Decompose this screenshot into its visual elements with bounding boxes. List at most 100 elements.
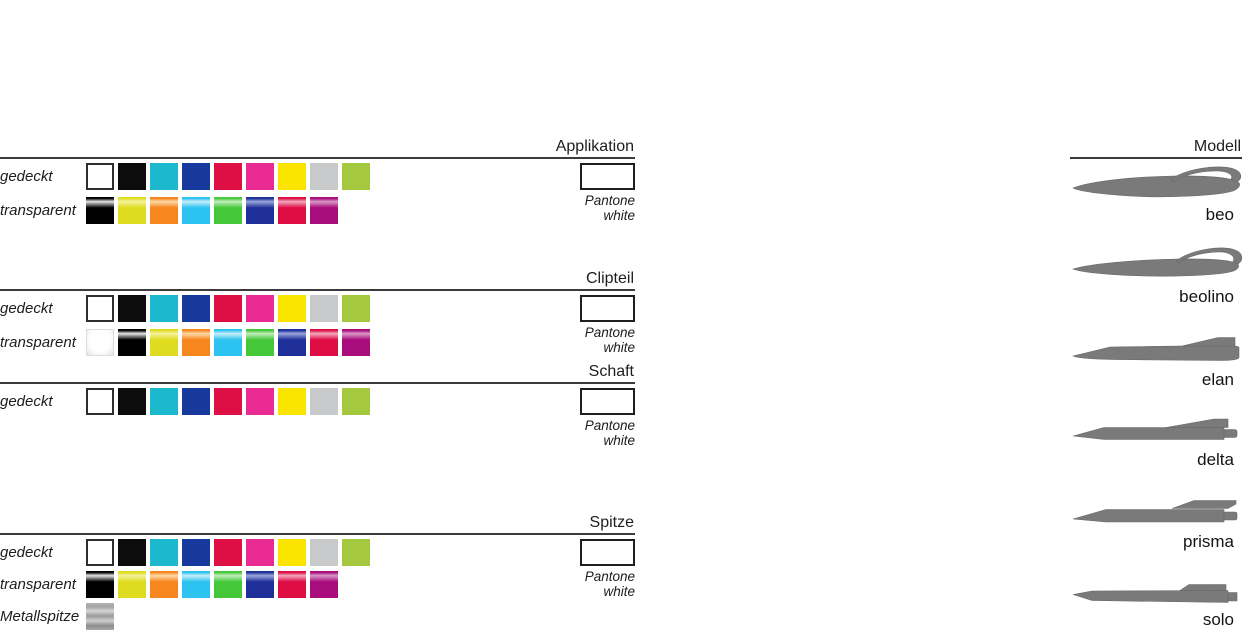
color-swatch-solid[interactable]	[86, 163, 114, 190]
color-swatch-transparent[interactable]	[150, 329, 178, 356]
swatch-group	[86, 163, 370, 190]
color-swatch-transparent[interactable]	[214, 571, 242, 598]
color-swatch-solid[interactable]	[118, 539, 146, 566]
color-row-transparent: transparent	[0, 329, 370, 356]
section-title: Applikation	[555, 138, 634, 155]
color-swatch-solid[interactable]	[182, 163, 210, 190]
color-swatch-solid[interactable]	[246, 388, 274, 415]
model-item-beolino[interactable]: beolino	[1070, 247, 1242, 307]
color-swatch-solid[interactable]	[310, 163, 338, 190]
color-swatch-solid[interactable]	[310, 388, 338, 415]
color-swatch-solid[interactable]	[150, 163, 178, 190]
pantone-white-swatch[interactable]	[580, 295, 635, 322]
color-swatch-solid[interactable]	[214, 539, 242, 566]
pantone-white-swatch[interactable]	[580, 388, 635, 415]
color-swatch-solid[interactable]	[182, 388, 210, 415]
color-swatch-solid[interactable]	[86, 539, 114, 566]
model-label: solo	[1202, 610, 1234, 629]
color-swatch-solid[interactable]	[214, 295, 242, 322]
color-swatch-transparent[interactable]	[118, 329, 146, 356]
color-row-metallspitze: Metallspitze	[0, 603, 114, 630]
color-swatch-transparent[interactable]	[310, 197, 338, 224]
color-swatch-clear[interactable]	[86, 329, 114, 356]
color-swatch-solid[interactable]	[182, 295, 210, 322]
pen-beolino-icon	[1072, 247, 1242, 277]
color-swatch-solid[interactable]	[342, 539, 370, 566]
color-swatch-transparent[interactable]	[214, 197, 242, 224]
color-swatch-transparent[interactable]	[86, 197, 114, 224]
color-swatch-solid[interactable]	[86, 295, 114, 322]
color-swatch-transparent[interactable]	[86, 571, 114, 598]
color-swatch-transparent[interactable]	[310, 571, 338, 598]
color-swatch-transparent[interactable]	[310, 329, 338, 356]
color-swatch-solid[interactable]	[86, 388, 114, 415]
color-swatch-solid[interactable]	[278, 388, 306, 415]
color-swatch-metal[interactable]	[86, 603, 114, 630]
modell-divider	[1070, 157, 1242, 159]
color-swatch-transparent[interactable]	[182, 197, 210, 224]
model-label: beo	[1205, 205, 1234, 224]
color-row-transparent: transparent	[0, 197, 338, 224]
color-swatch-solid[interactable]	[310, 539, 338, 566]
row-label: gedeckt	[0, 544, 53, 561]
color-swatch-solid[interactable]	[246, 539, 274, 566]
pen-elan-icon	[1072, 337, 1240, 361]
color-swatch-solid[interactable]	[214, 388, 242, 415]
color-swatch-transparent[interactable]	[214, 329, 242, 356]
color-swatch-solid[interactable]	[342, 163, 370, 190]
color-swatch-transparent[interactable]	[278, 571, 306, 598]
color-swatch-transparent[interactable]	[342, 329, 370, 356]
color-swatch-solid[interactable]	[342, 388, 370, 415]
color-swatch-transparent[interactable]	[118, 197, 146, 224]
model-item-solo[interactable]: solo	[1070, 570, 1242, 630]
color-swatch-transparent[interactable]	[150, 571, 178, 598]
color-swatch-solid[interactable]	[150, 539, 178, 566]
model-item-elan[interactable]: elan	[1070, 330, 1242, 390]
color-swatch-solid[interactable]	[342, 295, 370, 322]
color-swatch-transparent[interactable]	[150, 197, 178, 224]
model-item-delta[interactable]: delta	[1070, 410, 1242, 470]
color-swatch-solid[interactable]	[118, 295, 146, 322]
pen-beo-icon	[1072, 166, 1242, 198]
color-swatch-solid[interactable]	[310, 295, 338, 322]
color-swatch-solid[interactable]	[182, 539, 210, 566]
color-swatch-solid[interactable]	[278, 295, 306, 322]
row-label: gedeckt	[0, 168, 53, 185]
color-swatch-solid[interactable]	[150, 388, 178, 415]
color-swatch-solid[interactable]	[246, 163, 274, 190]
pantone-white-swatch[interactable]	[580, 539, 635, 566]
pen-solo-icon	[1072, 584, 1238, 603]
section-divider	[0, 533, 635, 535]
color-row-gedeckt: gedeckt	[0, 295, 370, 322]
row-label: Metallspitze	[0, 608, 80, 625]
color-swatch-transparent[interactable]	[278, 197, 306, 224]
color-swatch-transparent[interactable]	[246, 329, 274, 356]
pen-delta-icon	[1072, 418, 1238, 440]
color-swatch-solid[interactable]	[118, 163, 146, 190]
color-swatch-solid[interactable]	[214, 163, 242, 190]
row-label: transparent	[0, 202, 76, 219]
model-item-beo[interactable]: beo	[1070, 165, 1242, 225]
model-item-prisma[interactable]: prisma	[1070, 492, 1242, 552]
color-swatch-solid[interactable]	[150, 295, 178, 322]
color-swatch-transparent[interactable]	[182, 571, 210, 598]
row-label: gedeckt	[0, 393, 53, 410]
color-swatch-solid[interactable]	[118, 388, 146, 415]
section-divider	[0, 157, 635, 159]
row-label: gedeckt	[0, 300, 53, 317]
color-swatch-transparent[interactable]	[246, 571, 274, 598]
color-swatch-transparent[interactable]	[118, 571, 146, 598]
color-swatch-transparent[interactable]	[246, 197, 274, 224]
color-swatch-solid[interactable]	[278, 539, 306, 566]
color-swatch-solid[interactable]	[278, 163, 306, 190]
color-swatch-solid[interactable]	[246, 295, 274, 322]
color-swatch-transparent[interactable]	[182, 329, 210, 356]
color-swatch-transparent[interactable]	[278, 329, 306, 356]
pantone-white-swatch[interactable]	[580, 163, 635, 190]
